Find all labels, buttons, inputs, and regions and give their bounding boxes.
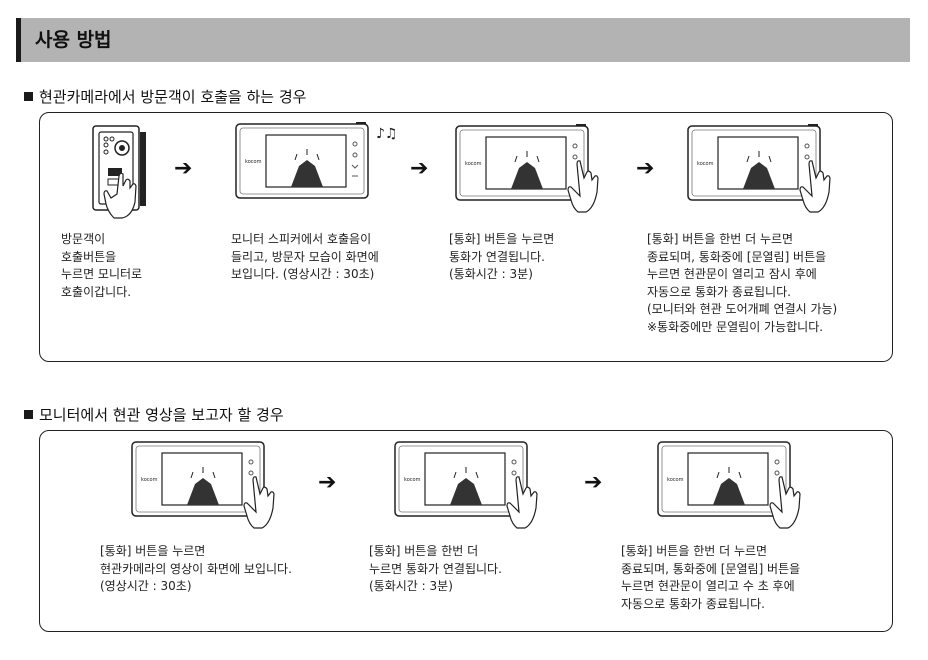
svg-text:kocom: kocom xyxy=(141,477,158,483)
step-arrow: ➔ xyxy=(174,156,193,181)
step-description: 모니터 스피커에서 호출음이 들리고, 방문자 모습이 화면에 보입니다. (영… xyxy=(231,232,379,281)
step-description: [통화] 버튼을 한번 더 누르면 통화가 연결됩니다. (통화시간 : 3분) xyxy=(369,544,502,593)
svg-text:♪♫: ♪♫ xyxy=(376,126,398,142)
step-description: [통화] 버튼을 한번 더 누르면 종료되며, 통화중에 [문열림] 버튼을 누… xyxy=(647,232,838,334)
monitor-ringing-icon: kocom ♪♫ xyxy=(235,122,398,199)
step-description: [통화] 버튼을 누르면 통화가 연결됩니다. (통화시간 : 3분) xyxy=(449,232,555,281)
step-description: [통화] 버튼을 한번 더 누르면 종료되며, 통화중에 [문열림] 버튼을 누… xyxy=(621,544,801,611)
monitor-touch-icon: kocom xyxy=(687,124,831,213)
section2-heading: 모니터에서 현관 영상을 보고자 할 경우 xyxy=(24,404,284,425)
step-description: 방문객이 호출버튼을 누르면 모니터로 호출이갑니다. xyxy=(61,232,143,299)
step-arrow: ➔ xyxy=(584,470,603,495)
section1-heading: 현관카메라에서 방문객이 호출을 하는 경우 xyxy=(24,86,306,107)
section1-title: 현관카메라에서 방문객이 호출을 하는 경우 xyxy=(39,88,307,106)
svg-text:kocom: kocom xyxy=(245,159,262,165)
svg-text:kocom: kocom xyxy=(465,161,482,167)
svg-text:kocom: kocom xyxy=(667,477,684,483)
bullet-square-icon xyxy=(24,410,33,419)
step-arrow: ➔ xyxy=(410,156,429,181)
monitor-touch-icon: kocom xyxy=(657,441,801,529)
svg-text:kocom: kocom xyxy=(697,161,714,167)
monitor-touch-icon: kocom xyxy=(131,441,275,529)
step-arrow: ➔ xyxy=(318,470,337,495)
section-header: 사용 방법 xyxy=(16,18,910,62)
monitor-touch-icon: kocom xyxy=(455,124,599,213)
door-camera-icon xyxy=(92,125,146,219)
monitor-touch-icon: kocom xyxy=(394,441,538,529)
step-description: [통화] 버튼을 누르면 현관카메라의 영상이 화면에 보입니다. (영상시간 … xyxy=(100,544,292,593)
step-arrow: ➔ xyxy=(636,156,655,181)
page-title: 사용 방법 xyxy=(35,29,112,51)
section2-title: 모니터에서 현관 영상을 보고자 할 경우 xyxy=(39,406,284,424)
header-accent-bar xyxy=(16,18,21,62)
svg-text:kocom: kocom xyxy=(404,477,421,483)
bullet-square-icon xyxy=(24,92,33,101)
